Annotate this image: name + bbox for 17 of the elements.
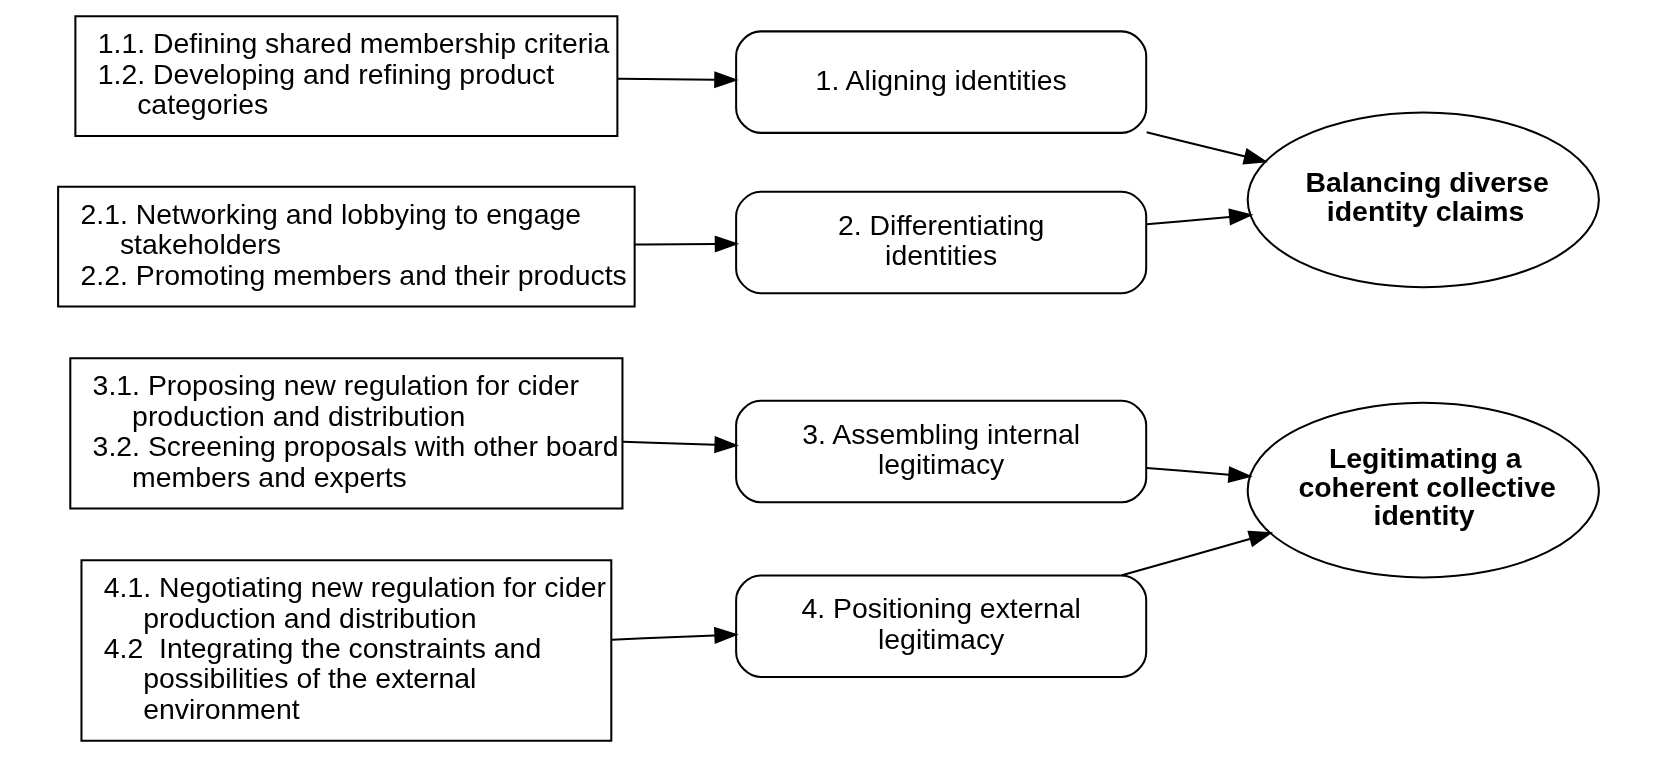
node-box: 2.1. Networking and lobbying to engage stakeholders 2.2. Promoting members and their products: [56, 185, 636, 308]
node-box: 3.1. Proposing new regulation for cider production and distribution 3.2. Screening proposals with other board members and experts: [68, 357, 623, 510]
node-box: 3. Assembling internal legitimacy: [734, 399, 1147, 504]
arrow: [1121, 530, 1273, 577]
arrow: [1146, 208, 1253, 226]
arrow: [622, 436, 739, 454]
arrow: [1145, 131, 1268, 165]
arrow: [617, 71, 739, 89]
arrow: [611, 626, 739, 644]
node-box: 4. Positioning external legitimacy: [734, 574, 1147, 678]
node-box: 4.1. Negotiating new regulation for cider production and distribution 4.2 Integrating the constraints and possibilities of the external environment: [79, 559, 612, 742]
arrow: [1146, 466, 1253, 484]
node-box: 1.1. Defining shared membership criteria 1.2. Developing and refining product categories: [73, 15, 618, 137]
arrow: [634, 235, 739, 253]
node-ellipse: Balancing diverse identity claims: [1246, 111, 1600, 289]
node-box: 2. Differentiating identities: [734, 190, 1147, 295]
node-box: 1. Aligning identities: [734, 30, 1147, 134]
